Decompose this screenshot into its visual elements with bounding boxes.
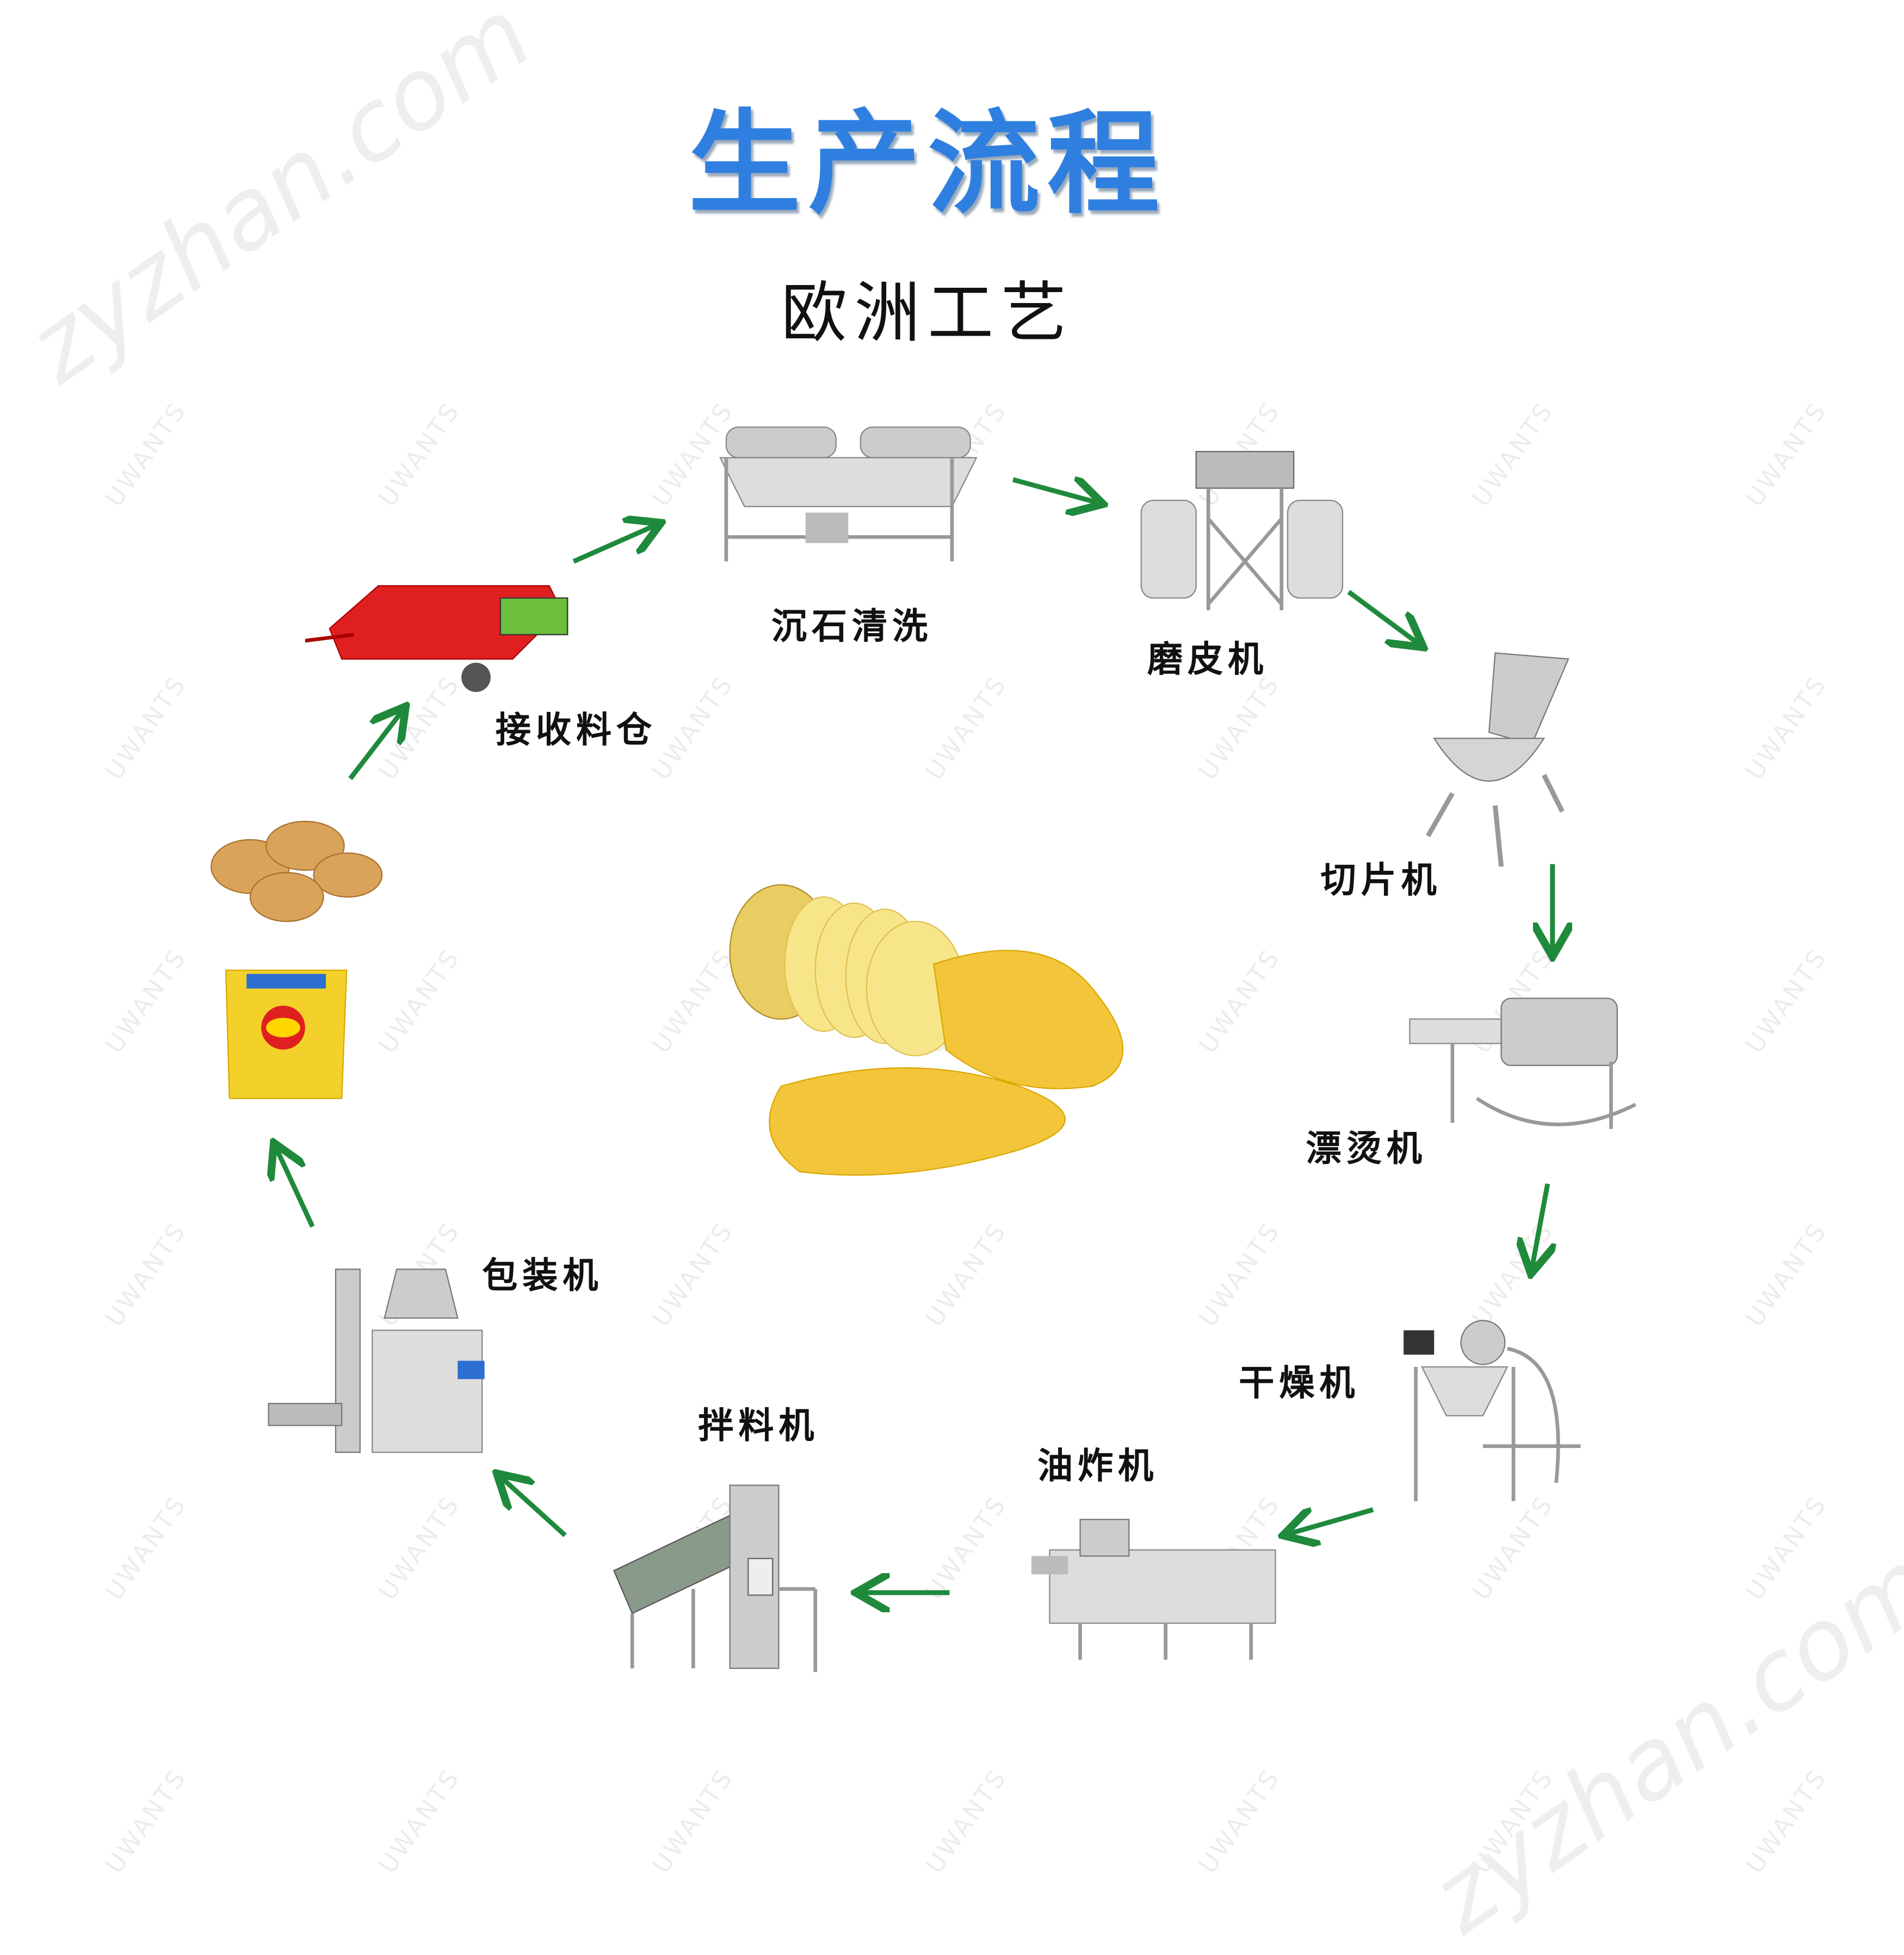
page-subtitle: 欧洲工艺 (781, 274, 1074, 352)
arrow (500, 1477, 567, 1537)
receiving-hopper-image (305, 585, 568, 692)
step-label-stone-washer: 沉石清洗 (771, 605, 933, 647)
fryer-image (1031, 1519, 1276, 1660)
blancher-image (1409, 998, 1636, 1129)
step-label-packaging: 包装机 (482, 1254, 603, 1296)
stone-washer-image (719, 426, 978, 562)
peeler-image (1140, 451, 1344, 610)
arrow (1532, 1183, 1548, 1269)
step-label-slicer: 切片机 (1320, 859, 1442, 901)
flow-arrows (0, 0, 1904, 1904)
step-label-mixer: 拌料机 (698, 1405, 819, 1446)
step-label-dryer: 干燥机 (1239, 1362, 1360, 1404)
potato-chips-image (729, 884, 1124, 1176)
arrow (348, 710, 403, 781)
arrow (1288, 1509, 1374, 1534)
dryer-image (1404, 1320, 1581, 1501)
step-label-receiving-hopper: 接收料仓 (495, 709, 657, 751)
slicer-image (1426, 652, 1569, 867)
arrow (276, 1147, 315, 1228)
page-title: 生产流程 (688, 98, 1167, 230)
packaging-machine-image (268, 1269, 485, 1453)
arrow (1012, 480, 1098, 503)
step-label-fryer: 油炸机 (1037, 1445, 1159, 1487)
arrow (1347, 590, 1419, 644)
chip-bag-icon (225, 969, 348, 1099)
step-label-peeler: 磨皮机 (1147, 638, 1269, 680)
arrow (572, 525, 657, 564)
potatoes-icon (211, 820, 383, 923)
seasoning-mixer-image (613, 1484, 818, 1672)
step-label-blancher: 漂烫机 (1306, 1128, 1427, 1170)
